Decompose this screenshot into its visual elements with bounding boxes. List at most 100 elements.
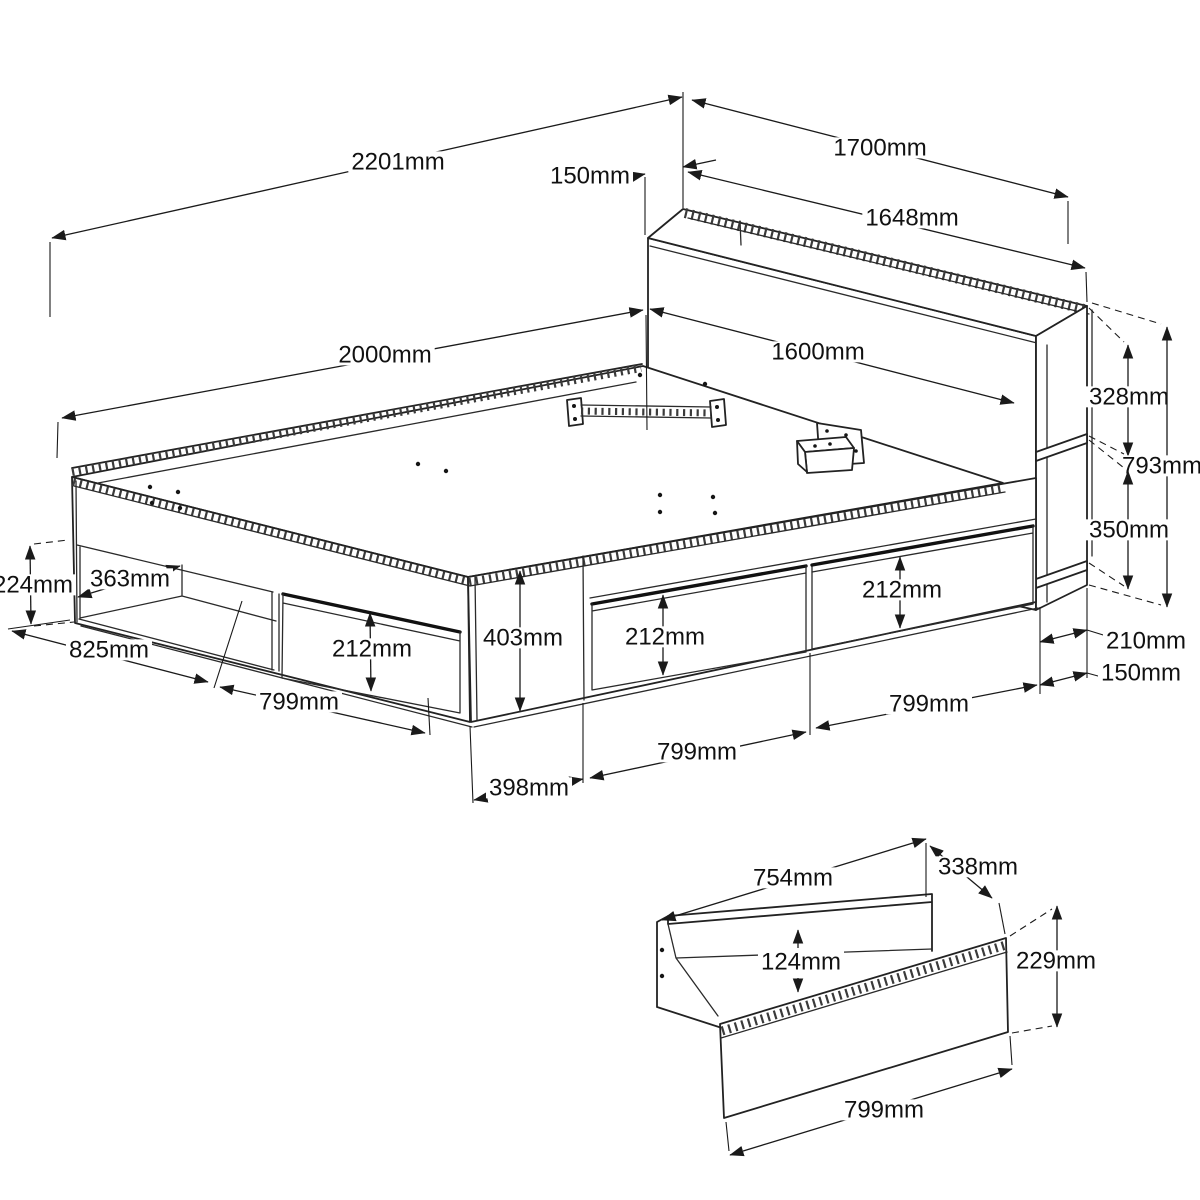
dim-label-overall-length: 2201mm	[351, 148, 444, 175]
screw-hole	[147, 484, 153, 490]
dim-label-bg	[485, 777, 573, 799]
dim-label-headboard-height: 793mm	[1122, 452, 1200, 479]
dim-label-upper-shelf-height: 328mm	[1089, 383, 1169, 410]
dim-extension	[427, 697, 431, 736]
dim-label-bg	[479, 627, 567, 649]
dim-drawer-interior-height: 124mm	[757, 929, 845, 993]
screw-hole	[175, 489, 181, 495]
dim-line	[682, 159, 717, 170]
dim-label-side-panel-height: 403mm	[483, 624, 563, 651]
drawer-screw-hole	[659, 947, 665, 953]
screw-hole	[149, 500, 155, 506]
dim-drawer-depth: 338mm	[929, 845, 1022, 935]
bed-drawing: 2201mm 1700mm 150mm 1648mm	[0, 92, 1200, 804]
dim-label-bg	[768, 341, 868, 363]
back-rail-hatching	[71, 364, 642, 476]
dim-headboard-unit-depth: 210mm	[1039, 588, 1190, 678]
dim-label-bg	[1012, 950, 1100, 972]
dim-label-lower-shelf-height: 350mm	[1089, 516, 1169, 543]
dim-label-side-drawer2-height: 212mm	[862, 576, 942, 603]
side-drawer2-edges	[811, 525, 1034, 650]
dim-foot-drawer-width: 799mm	[219, 684, 431, 736]
deck-edge-lines	[73, 485, 1006, 587]
dim-extension	[469, 703, 584, 804]
screw-hole	[710, 494, 716, 500]
dim-label-panel-thickness: 150mm	[1101, 659, 1181, 686]
headboard-shelf-upper	[1035, 433, 1088, 462]
center-support-bracket	[796, 422, 865, 474]
dim-label-bg	[840, 1099, 928, 1121]
dim-label-bg	[885, 693, 973, 715]
dim-label-bg	[1102, 630, 1190, 652]
dim-extension	[1009, 908, 1053, 1034]
dim-label-foot-section-width: 825mm	[69, 636, 149, 663]
screw-hole	[177, 505, 183, 511]
dim-label-bg	[1085, 386, 1173, 408]
deck-foot-edge-hatching	[72, 478, 470, 586]
drawer-left-end-panel	[656, 914, 723, 1029]
dim-drawer-width: 799mm	[725, 1035, 1013, 1157]
dim-end-panel-width: 398mm	[469, 703, 584, 804]
dim-label-foot-drawer-width: 799mm	[259, 688, 339, 715]
dim-label-bg	[328, 638, 416, 660]
dim-headboard-shelf-width: 1648mm	[687, 170, 1088, 303]
dim-extension	[33, 539, 75, 627]
dim-label-bg	[546, 165, 634, 187]
dim-headboard-upper-shelf-height: 328mm	[1085, 307, 1173, 457]
dim-headboard-shelf-depth: 150mm	[546, 159, 717, 235]
dim-label-bg	[621, 626, 709, 648]
dim-overall-length: 2201mm	[49, 92, 684, 317]
dim-label-bg	[653, 741, 741, 763]
dim-extension	[1085, 271, 1088, 303]
dim-label-bg	[335, 344, 435, 366]
side-drawer-2	[810, 524, 1035, 650]
dim-side-drawer2-width: 799mm	[815, 607, 1041, 731]
dim-label-bg	[348, 151, 448, 173]
dim-side-drawer1-height: 212mm	[621, 594, 709, 676]
rail-end-plate-right	[709, 398, 727, 428]
screw-hole	[657, 492, 663, 498]
side-drawer2-top-edge	[810, 524, 1035, 567]
rail-screw-hole	[715, 405, 719, 409]
dim-label-base-height: 224mm	[0, 571, 73, 598]
dim-side-drawer1-width: 799mm	[589, 653, 811, 781]
dim-label-drawer-depth: 338mm	[938, 853, 1018, 880]
dim-label-bg	[1085, 519, 1173, 541]
side-drawer1-top-edge	[590, 564, 808, 606]
deck-front-edge-hatching	[468, 484, 1005, 586]
screw-hole	[415, 461, 421, 467]
dim-label-bg	[65, 639, 153, 661]
drawer-body	[656, 893, 1009, 1119]
dim-label-bg	[862, 207, 962, 229]
dim-headboard-panel-thickness: 150mm	[1039, 659, 1185, 687]
rail-screw-hole	[573, 417, 577, 421]
side-drawer-1	[590, 564, 813, 691]
drawer-back-wall	[667, 893, 933, 952]
dim-side-drawer2-height: 212mm	[858, 556, 946, 629]
dim-line	[1039, 628, 1088, 644]
dim-label-bg	[0, 574, 77, 596]
dim-extension	[1088, 307, 1125, 455]
side-drawer1-edges	[591, 564, 813, 691]
dim-line	[1039, 671, 1088, 687]
screw-hole	[657, 509, 663, 515]
rail-end-plate-left	[566, 397, 584, 427]
screw-hole	[443, 468, 449, 474]
dim-label-side-drawer1-height: 212mm	[625, 623, 705, 650]
screw-hole	[637, 372, 643, 378]
rail-screw-hole	[716, 418, 720, 422]
bracket-hole	[828, 442, 832, 446]
headboard-side-unit-edges	[1046, 309, 1093, 603]
dim-label-bg	[830, 137, 930, 159]
dim-label-shelf-depth: 150mm	[550, 162, 630, 189]
dim-label-bg	[858, 579, 946, 601]
dim-label-drawer-width: 799mm	[844, 1096, 924, 1123]
screw-hole	[712, 510, 718, 516]
dim-label-unit-depth: 210mm	[1106, 627, 1186, 654]
dim-extension	[7, 600, 243, 689]
dim-headboard-lower-shelf-height: 350mm	[1085, 439, 1173, 590]
dim-label-drawer-interior-height: 124mm	[761, 948, 841, 975]
front-face-edges	[473, 518, 1039, 728]
